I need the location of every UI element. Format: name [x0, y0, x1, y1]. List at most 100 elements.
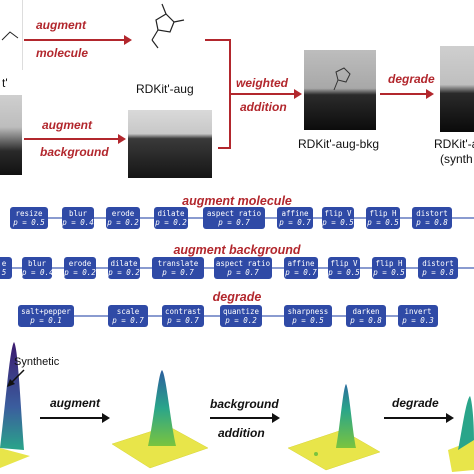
op-name: blur	[27, 259, 47, 268]
augmented-background-image	[128, 110, 212, 178]
op-name: contrast	[164, 307, 202, 316]
connector-line	[148, 315, 162, 317]
arrow-augment-molecule	[24, 35, 132, 45]
op-name: aspect ratio	[215, 259, 271, 268]
op-name: erode	[68, 259, 92, 268]
op-name: dilate	[157, 209, 185, 218]
connector-line	[262, 315, 284, 317]
op-probability: p = 0.2	[64, 268, 96, 277]
connector-line	[48, 217, 62, 219]
label-addition: addition	[240, 100, 287, 114]
label-augment-molecule-1: augment	[36, 18, 87, 32]
op-name: flip H	[375, 259, 403, 268]
op-name: blur	[68, 209, 88, 218]
connector-line	[204, 267, 214, 269]
connector-line	[318, 267, 328, 269]
label-augment-background-2: background	[40, 145, 109, 159]
op-probability: p = 0.7	[162, 268, 194, 277]
op-name: affine	[281, 209, 309, 218]
op-name: distort	[416, 209, 448, 218]
op-name: erode	[111, 209, 135, 218]
arrow-weighted-addition	[205, 39, 302, 149]
input-background-image	[0, 95, 22, 175]
op-name: distort	[422, 259, 454, 268]
section-title-degrade: degrade	[212, 290, 262, 304]
op-name: salt+pepper	[21, 307, 71, 316]
op-name: quantize	[222, 307, 260, 316]
label-weighted: weighted	[236, 76, 289, 90]
aug-bkg-image	[304, 50, 376, 130]
op-probability: p = 0.8	[416, 218, 448, 227]
label-degrade-bottom: degrade	[392, 396, 439, 410]
op-probability: p = 0.5	[322, 218, 354, 227]
surface-with-background	[287, 384, 381, 471]
section-title-augment-molecule: augment molecule	[182, 194, 292, 208]
connector-line	[188, 217, 203, 219]
op-probability: p = 0.5	[328, 268, 360, 277]
arrow-degrade-bottom	[384, 413, 454, 423]
label-degrade-top: degrade	[388, 72, 435, 86]
connector-line	[52, 267, 64, 269]
op-name: affine	[287, 259, 315, 268]
caption-aug-bkg: RDKit'-aug-bkg	[298, 137, 379, 151]
label-augment-background-1: augment	[42, 118, 93, 132]
synthetic-label: Synthetic	[14, 356, 60, 368]
op-name: sharpness	[287, 307, 329, 316]
label-addition-bottom: addition	[218, 426, 265, 440]
connector-line	[272, 267, 284, 269]
op-name: resize	[15, 209, 43, 218]
op-name: dilate	[110, 259, 138, 268]
op-name: scale	[116, 307, 140, 316]
op-probability: p = 0.7	[167, 316, 199, 325]
op-name: aspect ratio	[206, 209, 262, 218]
synthetic-pointer-arrow	[7, 369, 25, 387]
op-name: translate	[157, 259, 199, 268]
op-probability: p = 0.5	[373, 268, 405, 277]
connector-line	[313, 217, 322, 219]
caption-input: t'	[2, 76, 8, 90]
op-probability: p = 0.5	[13, 218, 45, 227]
op-probability: p = 0.7	[112, 316, 144, 325]
op-name: darken	[352, 307, 380, 316]
op-probability: p = 0.2	[225, 316, 257, 325]
connector-line	[458, 267, 474, 269]
connector-line	[400, 217, 412, 219]
op-probability: p = 0.4	[22, 268, 52, 277]
op-probability: p = 0.3	[402, 316, 434, 325]
op-probability: p = 0.8	[350, 316, 382, 325]
op-name: e	[1, 259, 7, 268]
op-name: flip V	[330, 259, 358, 268]
connector-line	[96, 267, 108, 269]
op-name: flip V	[324, 209, 352, 218]
connector-line	[265, 217, 277, 219]
connector-line	[204, 315, 220, 317]
connector-line	[354, 217, 366, 219]
connector-line	[12, 267, 22, 269]
surface-degraded	[448, 396, 474, 472]
op-probability: p = 0.2	[108, 268, 140, 277]
caption-final-2: (synth	[440, 152, 473, 166]
arrow-background-addition	[210, 413, 280, 423]
augmented-molecule-image	[138, 0, 190, 68]
